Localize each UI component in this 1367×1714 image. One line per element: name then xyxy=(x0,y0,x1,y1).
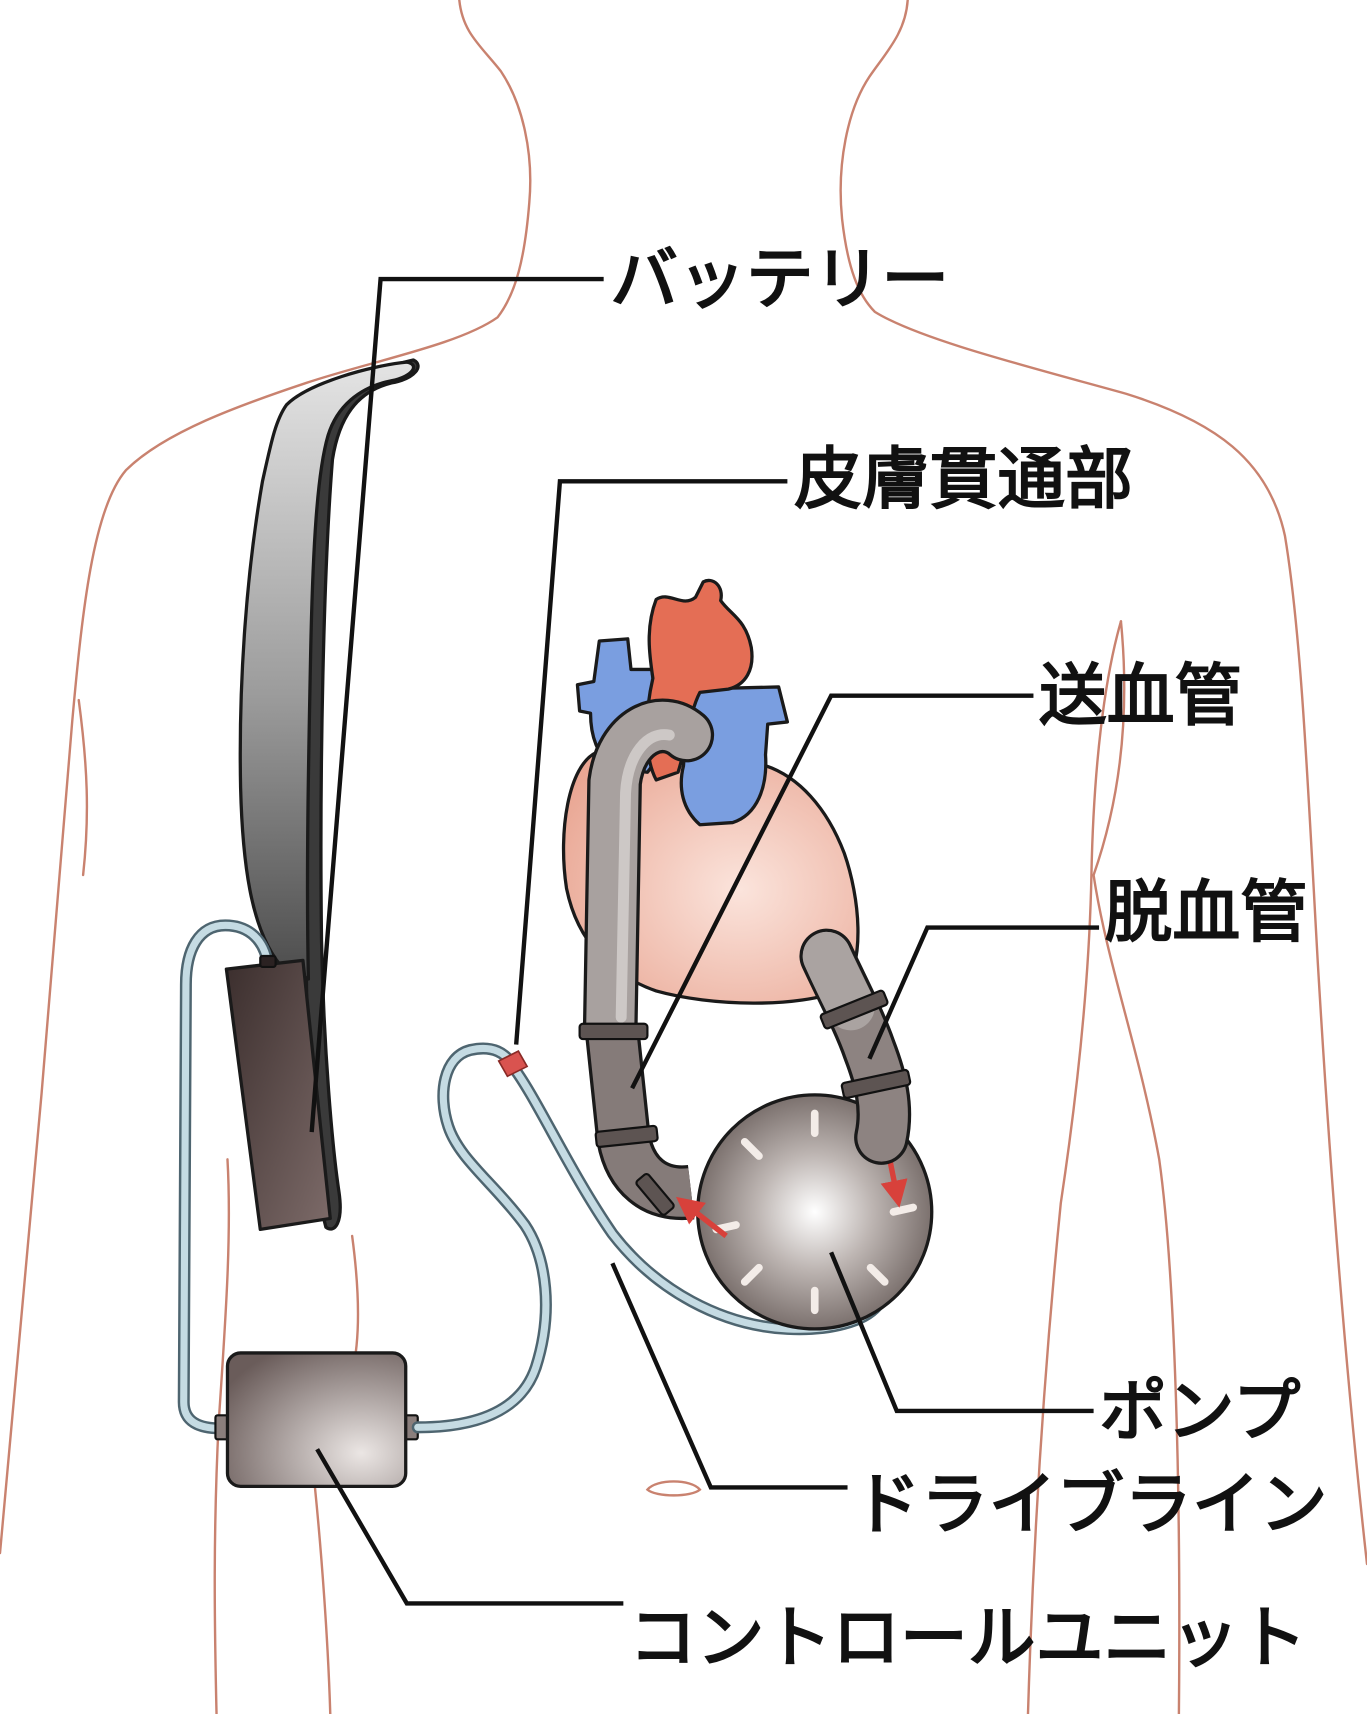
label-inflow-cannula: 脱血管 xyxy=(1105,873,1308,952)
outflow-graft-highlight xyxy=(615,729,675,1023)
outflow-ring-lower xyxy=(594,1124,659,1148)
leader-outflow-cannula xyxy=(630,693,1034,1090)
battery-body xyxy=(224,958,332,1232)
inflow-cannula xyxy=(799,928,912,1165)
left-neck-shoulder-line xyxy=(0,0,532,1555)
inflow-cannula-tip xyxy=(802,931,875,1031)
battery-cable xyxy=(177,919,274,1435)
label-control-unit: コントロールユニット xyxy=(629,1598,1307,1677)
inflow-ring-upper xyxy=(819,989,889,1030)
right-neck-shoulder-line xyxy=(839,0,1367,1566)
left-hip-line xyxy=(313,1486,332,1714)
flow-arrow-outflow xyxy=(675,1196,728,1239)
pump-marking xyxy=(866,1263,889,1286)
label-pump: ポンプ xyxy=(1099,1371,1301,1450)
right-inner-arm-line xyxy=(1092,620,1181,1714)
leader-driveline xyxy=(610,1262,848,1490)
inflow-ring-lower xyxy=(840,1068,912,1099)
control-unit xyxy=(214,1351,419,1489)
label-skin-exit: 皮膚貫通部 xyxy=(794,440,1133,519)
outflow-cannula xyxy=(578,698,715,1221)
battery-pack xyxy=(224,954,332,1232)
right-torso-line xyxy=(1026,620,1123,1714)
label-battery: バッテリー xyxy=(610,240,949,319)
driveline-external-inner xyxy=(414,1044,550,1431)
outflow-ring-pump xyxy=(635,1172,675,1216)
left-inner-arm-line xyxy=(77,698,89,877)
skin-exit-site-marker xyxy=(497,1050,529,1078)
leader-lines xyxy=(309,276,1100,1606)
pump-marking xyxy=(740,1263,763,1286)
pump-marking xyxy=(889,1203,917,1216)
leader-skin-exit xyxy=(513,479,788,1045)
leader-pump xyxy=(829,1251,1094,1414)
label-outflow-cannula: 送血管 xyxy=(1039,656,1242,735)
control-unit-body xyxy=(225,1351,408,1489)
outflow-graft xyxy=(586,701,711,1053)
labels: バッテリー 皮膚貫通部 送血管 脱血管 ポンプ ドライブライン コントロールユニ… xyxy=(610,240,1327,1677)
driveline-external-outer xyxy=(411,1042,552,1434)
leader-control-unit xyxy=(315,1448,624,1606)
leader-battery xyxy=(309,276,604,1133)
leader-inflow-cannula xyxy=(867,925,1100,1060)
outflow-ring-upper xyxy=(578,1022,649,1041)
outflow-connector xyxy=(588,1031,694,1217)
strap-front-band xyxy=(238,360,416,981)
battery-cable-inner xyxy=(180,921,272,1432)
battery-connector xyxy=(259,954,277,969)
pump-marking xyxy=(740,1138,763,1160)
label-driveline: ドライブライン xyxy=(853,1464,1328,1543)
navel xyxy=(645,1480,702,1497)
